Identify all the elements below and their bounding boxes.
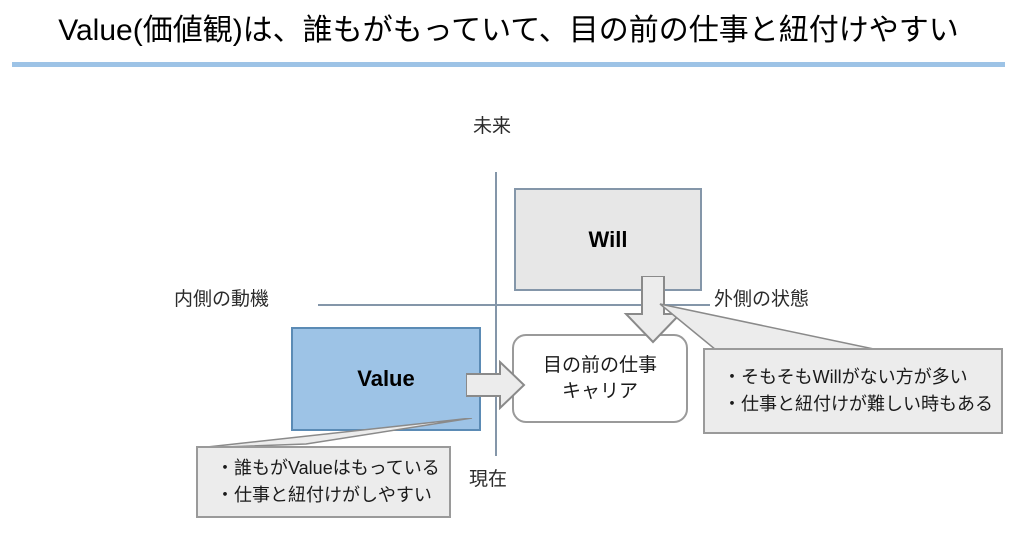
axis-label-inner-motivation: 内側の動機 — [174, 289, 270, 310]
callout-right-line-2: ・仕事と紐付けが難しい時もある — [723, 394, 993, 414]
callout-right-tail — [659, 303, 889, 353]
axis-label-future: 未来 — [473, 116, 512, 137]
right-block-arrow-icon — [466, 360, 526, 410]
callout-left: ・誰もがValueはもっている ・仕事と紐付けがしやすい — [196, 446, 451, 518]
axis-label-present: 現在 — [469, 469, 508, 490]
value-box: Value — [291, 327, 481, 431]
title-divider — [12, 62, 1005, 67]
axis-horizontal-line — [318, 304, 710, 306]
value-box-label: Value — [357, 366, 415, 391]
callout-right-line-1: ・そもそもWillがない方が多い — [723, 367, 968, 387]
page-title: Value(価値観)は、誰もがもっていて、目の前の仕事と紐付けやすい — [58, 14, 959, 47]
callout-left-line-1: ・誰もがValueはもっている — [216, 458, 440, 478]
callout-left-line-2: ・仕事と紐付けがしやすい — [216, 485, 432, 505]
axis-label-outer-state: 外側の状態 — [714, 289, 810, 310]
will-box: Will — [514, 188, 702, 291]
current-job-line-1: 目の前の仕事 — [542, 354, 657, 376]
will-box-label: Will — [588, 226, 628, 252]
current-job-line-2: キャリア — [561, 380, 638, 402]
axis-vertical-line — [495, 172, 497, 456]
callout-right: ・そもそもWillがない方が多い ・仕事と紐付けが難しい時もある — [703, 348, 1003, 434]
down-block-arrow-icon — [623, 276, 683, 344]
